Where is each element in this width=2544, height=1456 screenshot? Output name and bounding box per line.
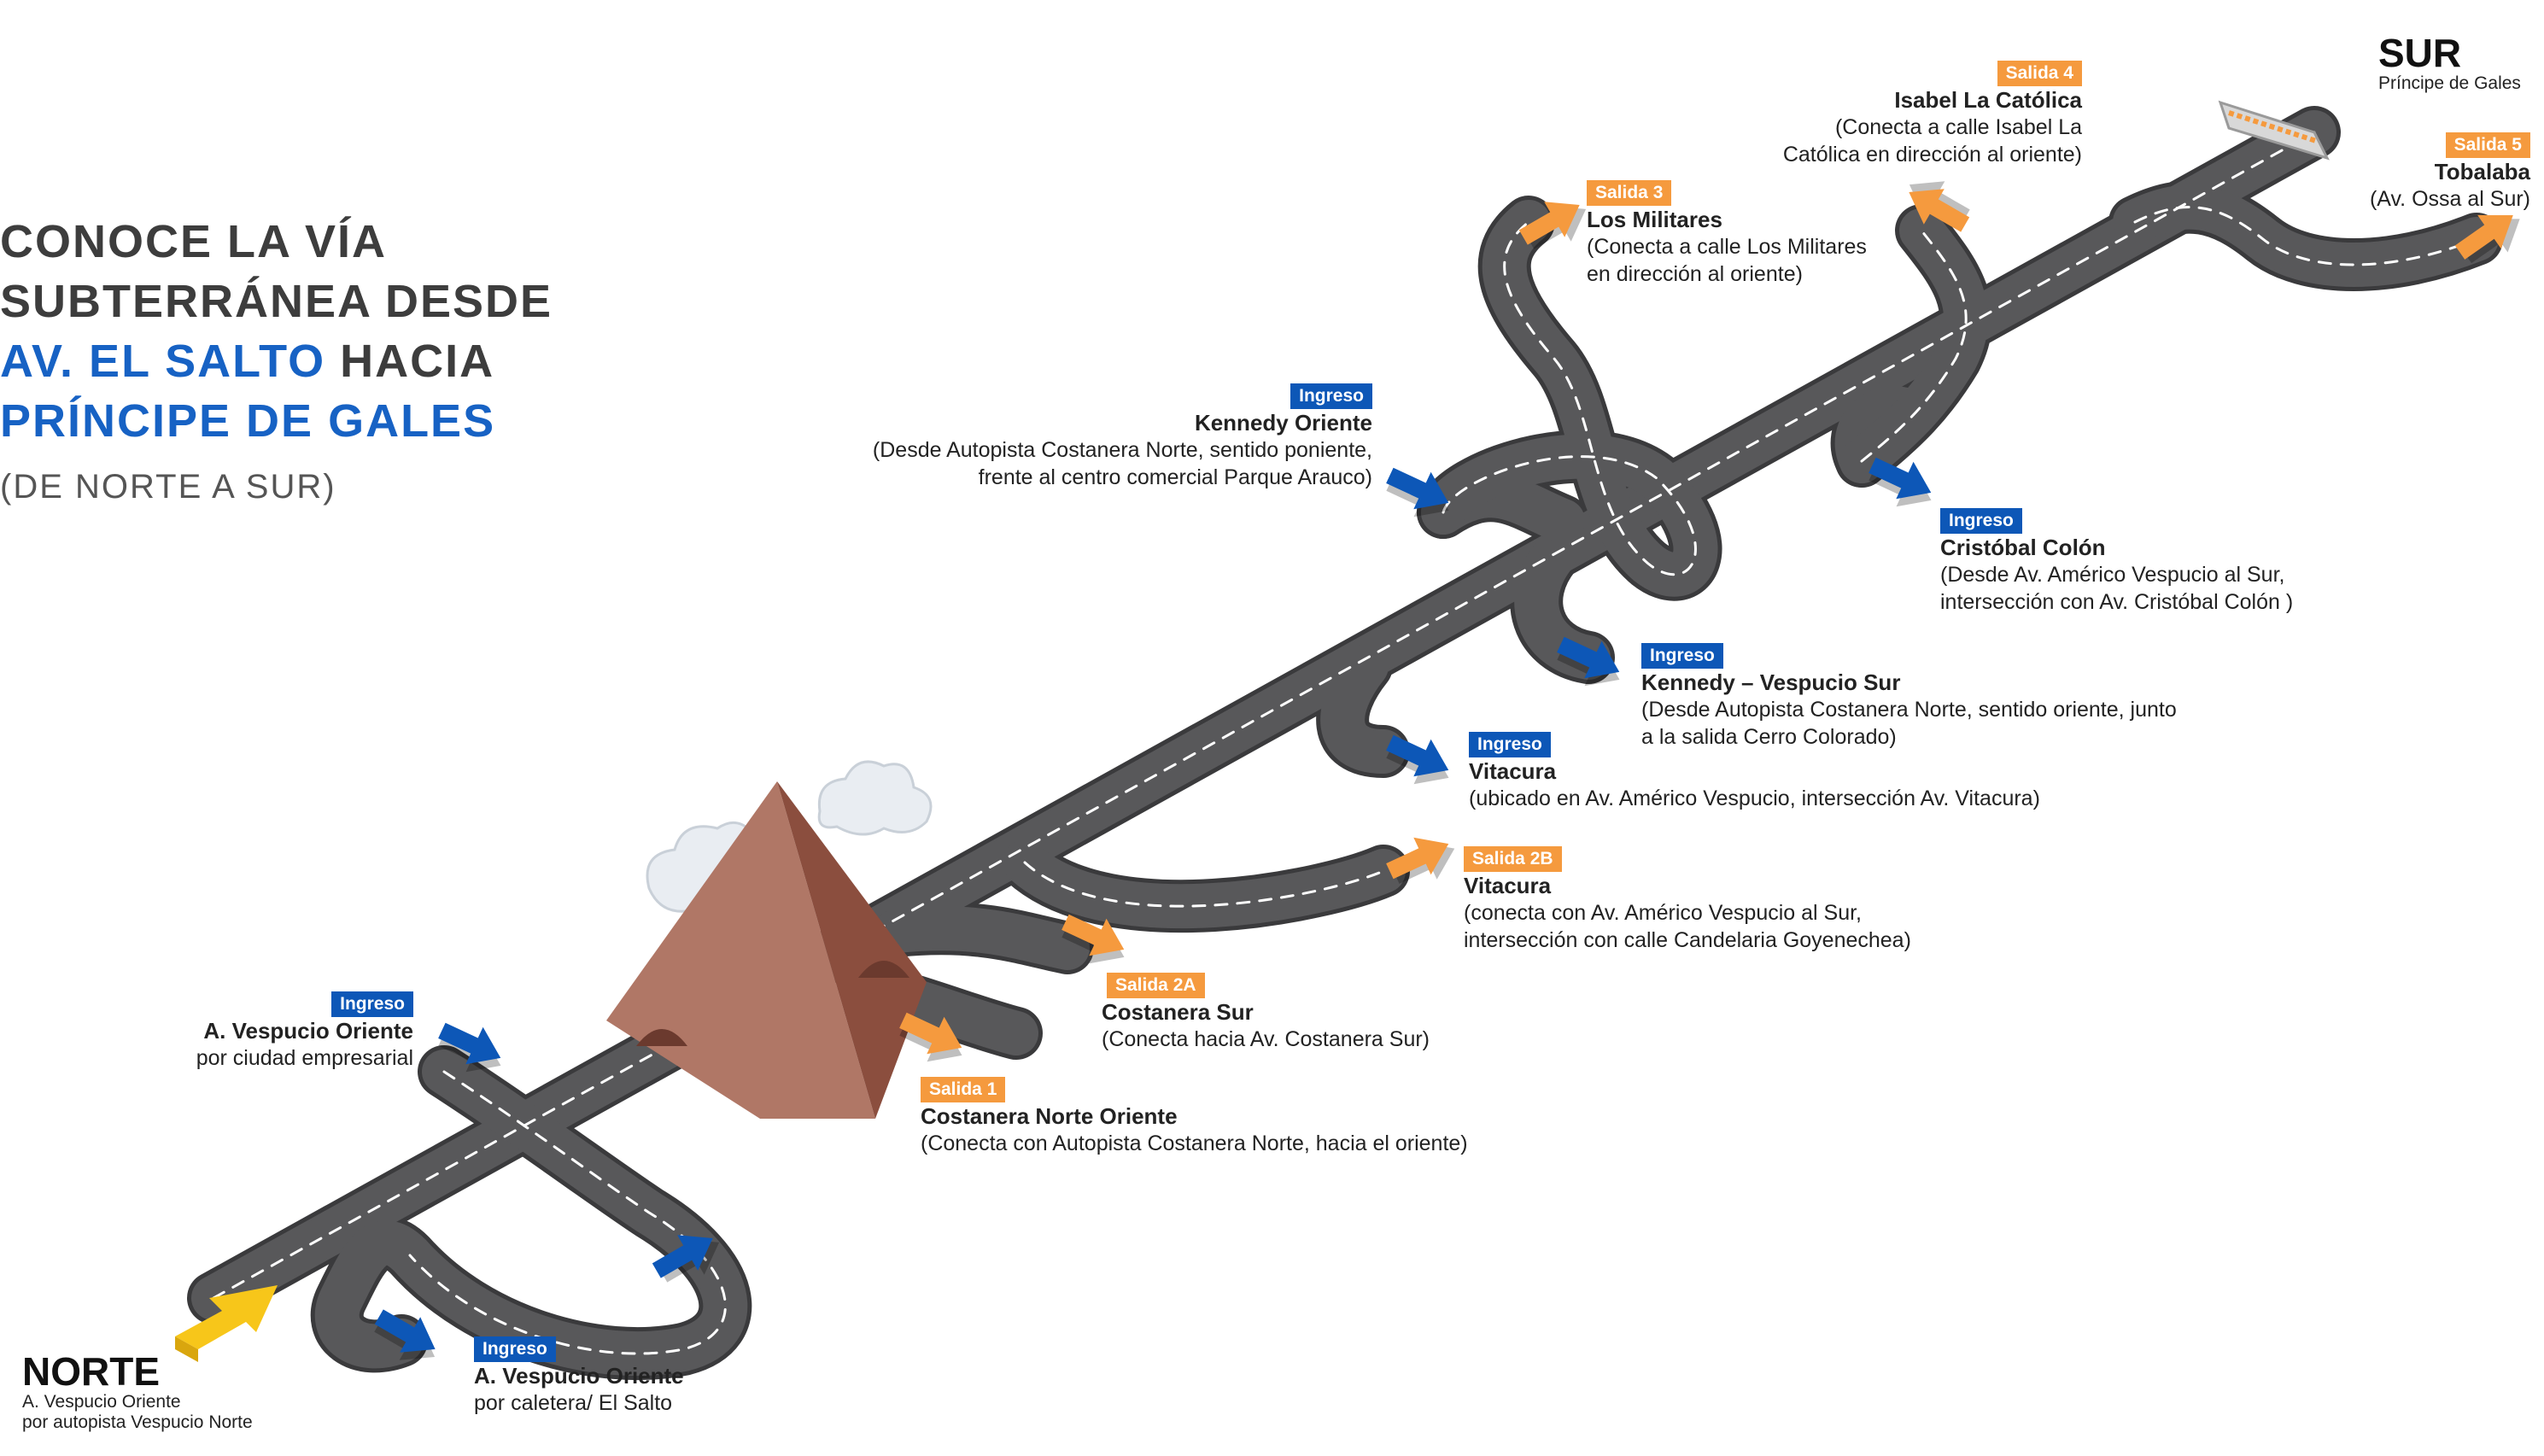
point-name: A. Vespucio Oriente	[203, 1018, 413, 1044]
point-desc: por ciudad empresarial	[196, 1046, 413, 1070]
salida-arrow-icon	[1518, 202, 1587, 249]
cloud-icon	[817, 760, 933, 836]
point-name: Kennedy – Vespucio Sur	[1641, 670, 1901, 695]
ingreso-vitacura[interactable]: Ingreso Vitacura (ubicado en Av. Américo…	[1469, 729, 2040, 812]
point-name: A. Vespucio Oriente	[474, 1363, 684, 1389]
title-accent-origin: AV. EL SALTO	[0, 336, 326, 387]
salida-arrow-icon	[1386, 837, 1455, 884]
ingreso-arrow-icon	[1386, 467, 1449, 517]
point-desc: (Conecta hacia Av. Costanera Sur)	[1102, 1027, 1430, 1051]
salida-2b[interactable]: Salida 2B Vitacura (conecta con Av. Amér…	[1464, 844, 1911, 954]
point-desc: (Conecta a calle Isabel La	[1834, 115, 2082, 139]
tunnel-end-marker	[2218, 100, 2330, 161]
salida-3[interactable]: Salida 3 Los Militares (Conecta a calle …	[1587, 178, 1867, 288]
point-desc: (ubicado en Av. Américo Vespucio, inters…	[1469, 786, 2040, 810]
point-desc: (conecta con Av. Américo Vespucio al Sur…	[1464, 901, 1863, 925]
page-title-line-3: AV. EL SALTO HACIA	[0, 338, 494, 384]
endpoint-sur-heading: SUR	[2378, 31, 2462, 75]
point-desc-2: frente al centro comercial Parque Arauco…	[978, 465, 1372, 489]
page-title-line-4: PRÍNCIPE DE GALES	[0, 395, 496, 447]
point-name: Los Militares	[1587, 207, 1722, 232]
ingreso-badge: Ingreso	[1641, 643, 1723, 669]
salida-arrow-icon	[2454, 214, 2520, 264]
point-name: Isabel La Católica	[1894, 87, 2082, 113]
salida-2a[interactable]: Salida 2A Costanera Sur (Conecta hacia A…	[1102, 970, 1430, 1053]
point-name: Vitacura	[1464, 873, 1552, 898]
page-title-line-1: CONOCE LA VÍA	[0, 216, 388, 267]
ingreso-arrow-icon	[1869, 457, 1932, 507]
endpoint-norte-line1: A. Vespucio Oriente	[22, 1392, 181, 1412]
point-desc: (Av. Ossa al Sur)	[2369, 187, 2530, 211]
point-name: Cristóbal Colón	[1940, 535, 2106, 560]
salida-1[interactable]: Salida 1 Costanera Norte Oriente (Conect…	[921, 1074, 1468, 1157]
ingreso-badge: Ingreso	[331, 991, 413, 1017]
endpoint-sur: SUR Príncipe de Gales	[2378, 32, 2521, 94]
ingreso-vespucio-caletera[interactable]: Ingreso A. Vespucio Oriente por caletera…	[474, 1334, 684, 1417]
ingreso-kennedy-vespucio-sur[interactable]: Ingreso Kennedy – Vespucio Sur (Desde Au…	[1641, 640, 2177, 751]
salida-badge: Salida 1	[921, 1077, 1006, 1102]
point-name: Vitacura	[1469, 758, 1557, 784]
point-desc: (Conecta a calle Los Militares	[1587, 235, 1867, 259]
ingreso-arrow-icon	[374, 1309, 436, 1360]
tunnel-pyramid	[606, 781, 927, 1119]
point-name: Tobalaba	[2434, 159, 2530, 184]
salida-arrow-icon	[1061, 914, 1125, 964]
endpoint-norte-heading: NORTE	[22, 1349, 160, 1394]
point-name: Costanera Norte Oriente	[921, 1103, 1178, 1129]
ingreso-arrow-icon	[1557, 636, 1620, 687]
point-desc-2: en dirección al oriente)	[1587, 262, 1803, 286]
point-desc-2: Católica en dirección al oriente)	[1782, 143, 2082, 167]
ingreso-cristobal-colon[interactable]: Ingreso Cristóbal Colón (Desde Av. Améri…	[1940, 506, 2293, 616]
point-desc: (Conecta con Autopista Costanera Norte, …	[921, 1131, 1468, 1155]
ingreso-badge: Ingreso	[1940, 508, 2022, 534]
point-name: Kennedy Oriente	[1194, 410, 1372, 436]
ingreso-badge: Ingreso	[1290, 383, 1372, 409]
point-desc: (Desde Autopista Costanera Norte, sentid…	[1641, 698, 2177, 722]
endpoint-sur-line1: Príncipe de Gales	[2378, 73, 2521, 93]
point-desc: (Desde Autopista Costanera Norte, sentid…	[872, 438, 1372, 462]
ingreso-badge: Ingreso	[1469, 732, 1551, 757]
page-title-line-2: SUBTERRÁNEA DESDE	[0, 276, 553, 327]
ingreso-arrow-icon	[438, 1022, 501, 1073]
point-desc: por caletera/ El Salto	[474, 1391, 673, 1415]
salida-badge: Salida 5	[2445, 132, 2530, 158]
salida-badge: Salida 3	[1587, 180, 1672, 206]
salida-badge: Salida 4	[1997, 61, 2082, 86]
endpoint-norte-line2: por autopista Vespucio Norte	[22, 1412, 253, 1432]
ingreso-arrow-icon	[1386, 734, 1449, 785]
salida-badge: Salida 2A	[1107, 973, 1205, 998]
title-connector: HACIA	[340, 336, 495, 387]
point-desc-2: a la salida Cerro Colorado)	[1641, 725, 1897, 749]
salida-5[interactable]: Salida 5 Tobalaba (Av. Ossa al Sur)	[2370, 130, 2530, 213]
ingreso-arrow-icon	[652, 1235, 720, 1283]
page-subtitle: (DE NORTE A SUR)	[0, 468, 336, 506]
ingreso-badge: Ingreso	[474, 1336, 556, 1362]
point-desc-2: intersección con Av. Cristóbal Colón )	[1940, 590, 2294, 614]
ingreso-kennedy-oriente[interactable]: Ingreso Kennedy Oriente (Desde Autopista…	[873, 381, 1372, 491]
endpoint-norte: NORTE A. Vespucio Oriente por autopista …	[22, 1351, 253, 1433]
salida-4[interactable]: Salida 4 Isabel La Católica (Conecta a c…	[1783, 58, 2082, 168]
salida-badge: Salida 2B	[1464, 846, 1562, 872]
ingreso-vespucio-ciudad[interactable]: Ingreso A. Vespucio Oriente por ciudad e…	[196, 989, 413, 1072]
point-desc-2: intersección con calle Candelaria Goyene…	[1464, 928, 1911, 952]
road-network	[187, 106, 2503, 1380]
salida-arrow-icon	[1909, 181, 1970, 232]
start-arrow-icon	[175, 1285, 278, 1362]
point-name: Costanera Sur	[1102, 999, 1254, 1025]
salida-arrow-icon	[899, 1012, 962, 1062]
point-desc: (Desde Av. Américo Vespucio al Sur,	[1940, 563, 2285, 587]
